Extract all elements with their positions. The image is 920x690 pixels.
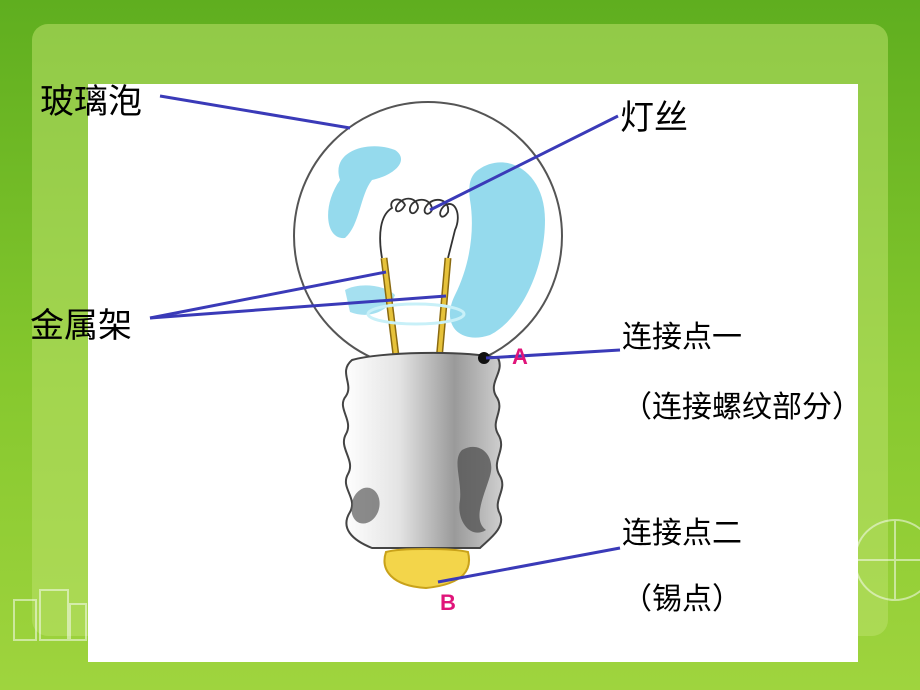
contact-point-a-dot — [478, 352, 490, 364]
label-glass-bulb: 玻璃泡 — [40, 82, 142, 122]
label-contact-two-note: （锡点） — [622, 582, 742, 617]
leader-lines — [149, 94, 621, 584]
screw-shadow-left — [351, 487, 380, 524]
decorative-ferris-wheel — [854, 519, 920, 601]
leader-metal-frame-1 — [149, 270, 387, 320]
label-contact-one-note: （连接螺纹部分） — [622, 390, 862, 425]
label-contact-one: 连接点一 — [622, 320, 742, 355]
leader-metal-frame-2 — [149, 294, 447, 320]
glass-reflection-left — [328, 146, 402, 239]
label-filament: 灯丝 — [620, 98, 688, 138]
label-contact-two: 连接点二 — [622, 516, 742, 551]
label-metal-frame: 金属架 — [30, 306, 132, 346]
solder-tip — [383, 548, 470, 590]
leader-glass-bulb — [159, 94, 351, 130]
decorative-buildings — [13, 589, 87, 641]
leader-contact-two — [437, 546, 621, 584]
leader-filament — [429, 114, 619, 212]
frame-glow-ring — [366, 302, 466, 326]
point-label-b: B — [440, 590, 456, 615]
filament — [379, 197, 459, 259]
leader-contact-one — [485, 348, 621, 360]
point-label-a: A — [512, 344, 528, 369]
screw-shadow-right — [457, 446, 492, 533]
glass-reflection-right — [449, 162, 545, 338]
